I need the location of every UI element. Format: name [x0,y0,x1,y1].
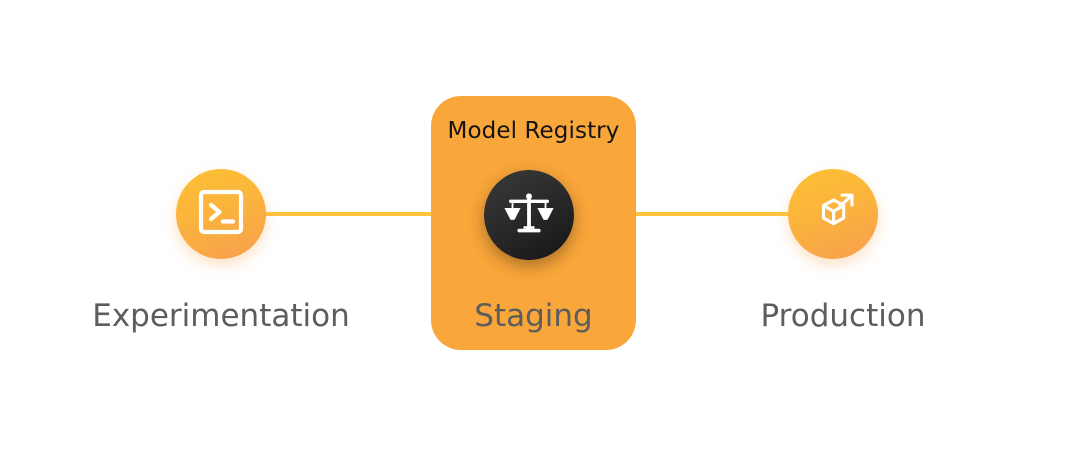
stage-label-experimentation: Experimentation [92,298,350,334]
stage-label-staging: Staging [474,298,593,334]
model-registry-title: Model Registry [447,118,620,144]
terminal-icon [195,186,247,242]
stage-node-staging[interactable] [484,170,574,260]
connector-experimentation-to-staging [255,212,451,216]
balance-scales-icon [502,186,556,244]
stage-node-production[interactable] [788,169,878,259]
cube-deploy-arrow-icon [806,185,860,243]
stage-label-production: Production [760,298,926,334]
stage-node-experimentation[interactable] [176,169,266,259]
connector-staging-to-production [616,212,818,216]
